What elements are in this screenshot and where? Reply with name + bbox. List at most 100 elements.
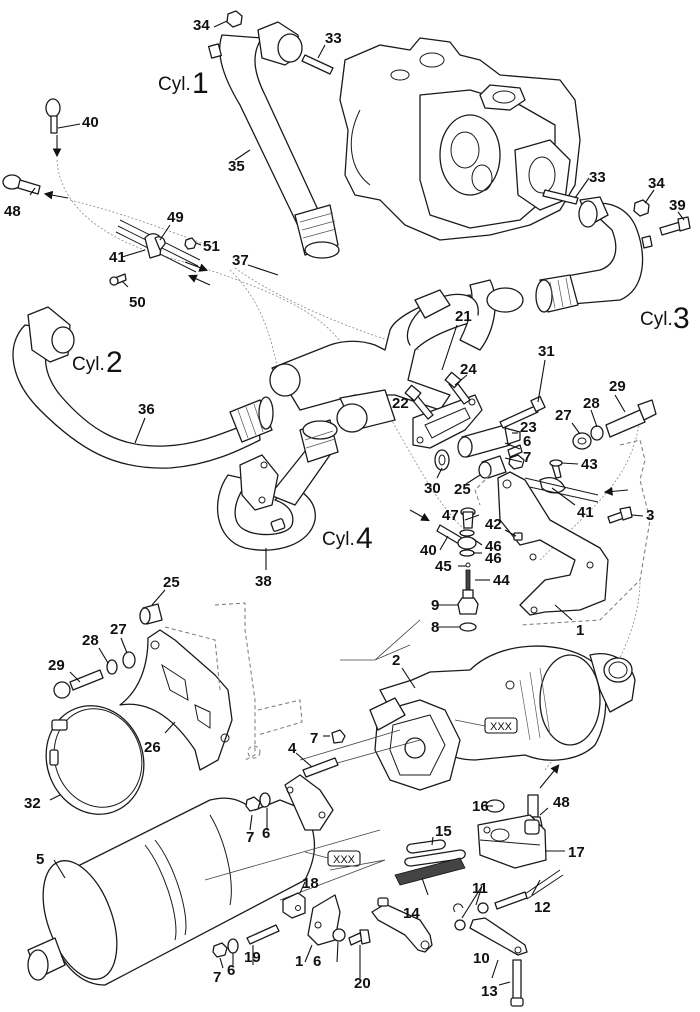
callout-6: 6 (262, 825, 270, 842)
bracket-1-upper (474, 439, 651, 626)
muffler-tag-text: XXX (333, 854, 356, 866)
callout-51: 51 (203, 238, 220, 255)
oil-tank-17 (477, 814, 547, 869)
callout-numbers: 34 33 40 35 33 34 39 48 49 51 41 50 37 2… (4, 17, 686, 1000)
part-tag-muffler: XXX (304, 850, 361, 867)
lever-arm (371, 897, 433, 953)
callout-25: 25 (454, 481, 471, 498)
nut-34-right (633, 199, 650, 217)
callout-11: 11 (472, 880, 488, 897)
washer-28-top (590, 425, 604, 441)
bolt-22 (404, 384, 434, 420)
callout-36: 36 (138, 401, 155, 418)
callout-24: 24 (460, 361, 477, 378)
clamp-block-18 (282, 892, 306, 919)
nut-7-top (508, 454, 525, 470)
washer-27-top (572, 432, 592, 450)
spring-44 (465, 569, 471, 591)
callout-26: 26 (144, 739, 161, 756)
stud-33-upper (301, 54, 334, 75)
sealing-washer-46-lower (459, 549, 475, 557)
callout-6: 6 (227, 962, 235, 979)
cyl-3-prefix: Cyl. (640, 309, 673, 330)
nut-51 (184, 237, 197, 250)
exhaust-pipe-38 (216, 419, 339, 551)
stud-33-right (542, 189, 579, 205)
union-9 (457, 589, 479, 615)
callout-5: 5 (36, 851, 44, 868)
callout-47: 47 (442, 507, 459, 524)
support-frame-dashed (164, 602, 303, 761)
callout-7: 7 (213, 969, 221, 986)
spring-14 (394, 857, 466, 886)
washer-8 (459, 622, 477, 632)
callout-7: 7 (310, 730, 318, 747)
nut-34-upper (226, 10, 243, 28)
callout-27: 27 (110, 621, 127, 638)
callout-1: 1 (576, 622, 584, 639)
callout-40: 40 (420, 542, 437, 559)
washer-6-lower-mid (332, 928, 346, 942)
callout-6: 6 (313, 953, 321, 970)
washer-30 (434, 449, 450, 471)
callout-16: 16 (472, 798, 489, 815)
callout-13: 13 (481, 983, 498, 1000)
bolt-13 (510, 959, 524, 1007)
callout-4: 4 (288, 740, 297, 757)
clamp-41-right (524, 477, 599, 503)
callout-22: 22 (392, 395, 409, 412)
callout-39: 39 (669, 197, 686, 214)
cylinder-head (339, 37, 581, 241)
washer-28-lower (106, 659, 118, 675)
banjo-40-upper (45, 98, 61, 134)
clamp-assembly-41-49 (115, 219, 201, 273)
exhaust-manifold-21 (269, 279, 524, 449)
callout-38: 38 (255, 573, 272, 590)
bolt-3 (607, 506, 633, 524)
cyl-2-number: 2 (106, 346, 123, 379)
callout-12: 12 (534, 899, 551, 916)
callout-48: 48 (4, 203, 21, 220)
assembly-guide-lines (204, 619, 421, 901)
callout-32: 32 (24, 795, 41, 812)
heat-shield-26 (119, 629, 233, 771)
callout-3: 3 (646, 507, 654, 524)
callout-8: 8 (431, 619, 439, 636)
banjo-bolt-47 (460, 507, 476, 529)
washer-27-lower (122, 651, 136, 669)
callout-23: 23 (520, 419, 537, 436)
washer-6-muffler (259, 792, 271, 808)
sealing-washer-46-upper (459, 529, 475, 537)
hose-clamp-32 (45, 705, 145, 815)
cyl-1-number: 1 (192, 67, 209, 100)
cylinder-label-3: Cyl. 3 (640, 302, 690, 335)
nut-7-lower-left (212, 942, 228, 958)
cylinder-label-2: Cyl. 2 (72, 346, 123, 379)
callout-1: 1 (295, 953, 303, 970)
turbo-tag-text: XXX (490, 721, 513, 733)
callout-20: 20 (354, 975, 371, 992)
callout-28: 28 (82, 632, 99, 649)
callout-29: 29 (609, 378, 626, 395)
bolt-29-lower (53, 669, 104, 699)
callout-30: 30 (424, 480, 441, 497)
spacer-25-lower (139, 603, 163, 625)
callout-50: 50 (129, 294, 146, 311)
bolt-50 (109, 273, 127, 286)
callout-40: 40 (82, 114, 99, 131)
stud-19 (246, 924, 280, 945)
callout-46: 46 (485, 550, 502, 567)
lever-10 (469, 917, 528, 956)
callout-17: 17 (568, 844, 585, 861)
bolt-20 (348, 929, 371, 946)
ball-45 (465, 562, 471, 568)
bolt-43 (549, 459, 563, 479)
bolt-39 (659, 216, 691, 236)
callout-43: 43 (581, 456, 598, 473)
turbocharger-2 (369, 645, 636, 791)
callout-29: 29 (48, 657, 65, 674)
direction-arrows (43, 135, 629, 789)
callout-28: 28 (583, 395, 600, 412)
nut-7-mid (331, 729, 346, 744)
